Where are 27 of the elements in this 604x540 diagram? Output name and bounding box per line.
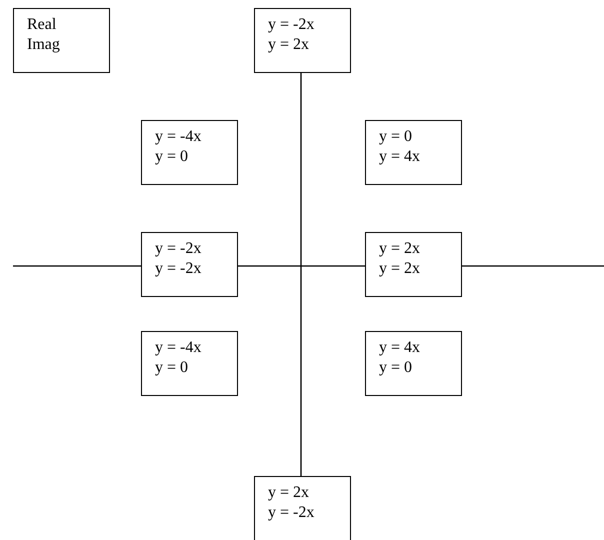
label-box <box>141 232 238 297</box>
box-text: Real <box>27 15 56 35</box>
label-box <box>141 120 238 185</box>
label-box <box>254 476 351 540</box>
box-text: y = 0 <box>155 358 188 378</box>
box-text: y = 0 <box>155 147 188 167</box>
box-text: y = 0 <box>379 358 412 378</box>
box-text: y = -2x <box>268 503 314 523</box>
box-text: y = -2x <box>268 15 314 35</box>
box-text: y = -4x <box>155 338 202 358</box>
box-text: y = 2x <box>379 259 420 279</box>
box-text: y = 2x <box>379 239 420 259</box>
box-text: y = -2x <box>155 259 202 279</box>
label-box <box>254 8 351 73</box>
box-text: y = 0 <box>379 127 412 147</box>
box-text: y = -2x <box>155 239 202 259</box>
box-text: y = 2x <box>268 35 310 55</box>
label-box <box>365 232 462 297</box>
box-text: y = 4x <box>379 147 420 167</box>
box-text: Imag <box>27 35 60 55</box>
label-box <box>365 331 462 396</box>
box-text: y = 4x <box>379 338 420 358</box>
box-text: y = -4x <box>155 127 202 147</box>
label-box <box>141 331 238 396</box>
label-box <box>365 120 462 185</box>
box-text: y = 2x <box>268 483 310 503</box>
label-box <box>13 8 110 73</box>
